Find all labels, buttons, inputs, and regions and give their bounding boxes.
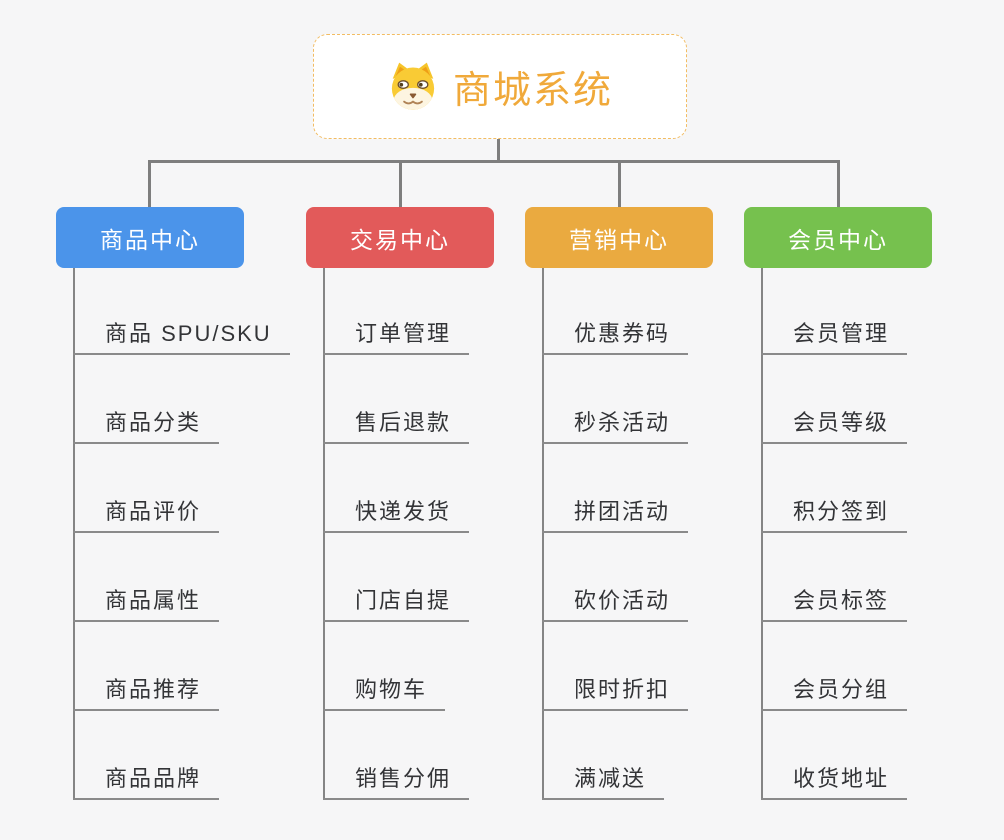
subtopic-shopping-cart[interactable]: 购物车	[323, 667, 446, 711]
subtopic-flash-sale[interactable]: 秒杀活动	[542, 400, 689, 444]
connector-trunk-trade	[323, 268, 325, 800]
subtopic-coupon-code[interactable]: 优惠券码	[542, 311, 689, 355]
connector-drop-member	[837, 160, 840, 208]
subtopic-product-brand[interactable]: 商品品牌	[73, 756, 220, 800]
subtopic-spend-and-save[interactable]: 满减送	[542, 756, 665, 800]
branch-topic-marketing-center[interactable]: 营销中心	[525, 207, 713, 268]
subtopic-member-management[interactable]: 会员管理	[761, 311, 908, 355]
subtopic-aftersale-refund[interactable]: 售后退款	[323, 400, 470, 444]
subtopic-member-tags[interactable]: 会员标签	[761, 578, 908, 622]
connector-trunk-member	[761, 268, 763, 800]
connector-bus	[148, 160, 840, 163]
subtopic-product-category[interactable]: 商品分类	[73, 400, 220, 444]
subtopic-group-buy[interactable]: 拼团活动	[542, 489, 689, 533]
subtopic-express-shipping[interactable]: 快递发货	[323, 489, 470, 533]
subtopic-member-level[interactable]: 会员等级	[761, 400, 908, 444]
subtopic-bargain-activity[interactable]: 砍价活动	[542, 578, 689, 622]
subtopic-shipping-address[interactable]: 收货地址	[761, 756, 908, 800]
connector-drop-product	[148, 160, 151, 208]
dog-face-icon	[391, 62, 435, 110]
subtopic-member-groups[interactable]: 会员分组	[761, 667, 908, 711]
subtopic-product-attribute[interactable]: 商品属性	[73, 578, 220, 622]
branch-topic-member-center[interactable]: 会员中心	[744, 207, 932, 268]
connector-trunk-product	[73, 268, 75, 800]
connector-trunk-marketing	[542, 268, 544, 800]
branch-topic-product-center[interactable]: 商品中心	[56, 207, 244, 268]
subtopic-sales-commission[interactable]: 销售分佣	[323, 756, 470, 800]
subtopic-points-checkin[interactable]: 积分签到	[761, 489, 908, 533]
subtopic-store-pickup[interactable]: 门店自提	[323, 578, 470, 622]
branch-topic-trade-center[interactable]: 交易中心	[306, 207, 494, 268]
connector-drop-marketing	[618, 160, 621, 208]
subtopic-order-management[interactable]: 订单管理	[323, 311, 470, 355]
subtopic-limited-time-discount[interactable]: 限时折扣	[542, 667, 689, 711]
subtopic-product-spu-sku[interactable]: 商品 SPU/SKU	[73, 311, 290, 355]
connector-root-drop	[497, 139, 500, 163]
subtopic-product-review[interactable]: 商品评价	[73, 489, 220, 533]
root-topic[interactable]: 商城系统	[313, 34, 687, 139]
subtopic-product-recommend[interactable]: 商品推荐	[73, 667, 220, 711]
connector-drop-trade	[399, 160, 402, 208]
root-topic-label: 商城系统	[452, 70, 613, 112]
